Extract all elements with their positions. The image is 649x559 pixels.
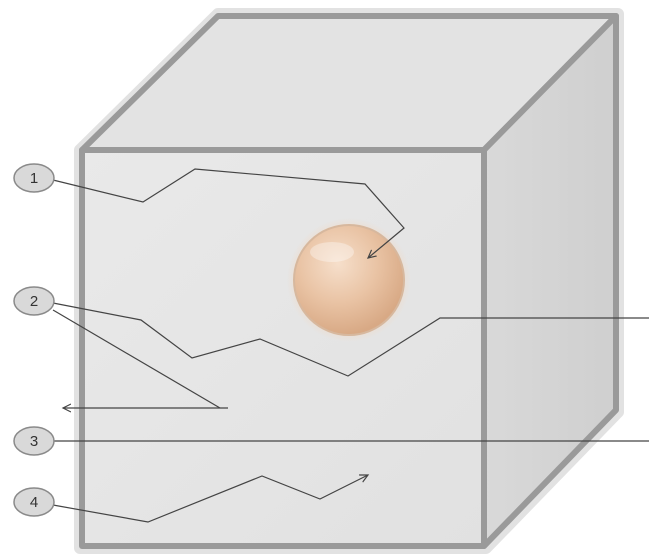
sphere-highlight [310, 242, 354, 262]
callout-3: 3 [14, 427, 54, 455]
callout-2: 2 [14, 287, 54, 315]
callout-4: 4 [14, 488, 54, 516]
callout-4-label: 4 [30, 494, 38, 511]
callout-2-label: 2 [30, 293, 38, 310]
callout-1-label: 1 [30, 170, 38, 187]
sphere [287, 218, 411, 342]
callout-3-label: 3 [30, 433, 38, 450]
callout-1: 1 [14, 164, 54, 192]
cube-front-face [82, 150, 484, 546]
